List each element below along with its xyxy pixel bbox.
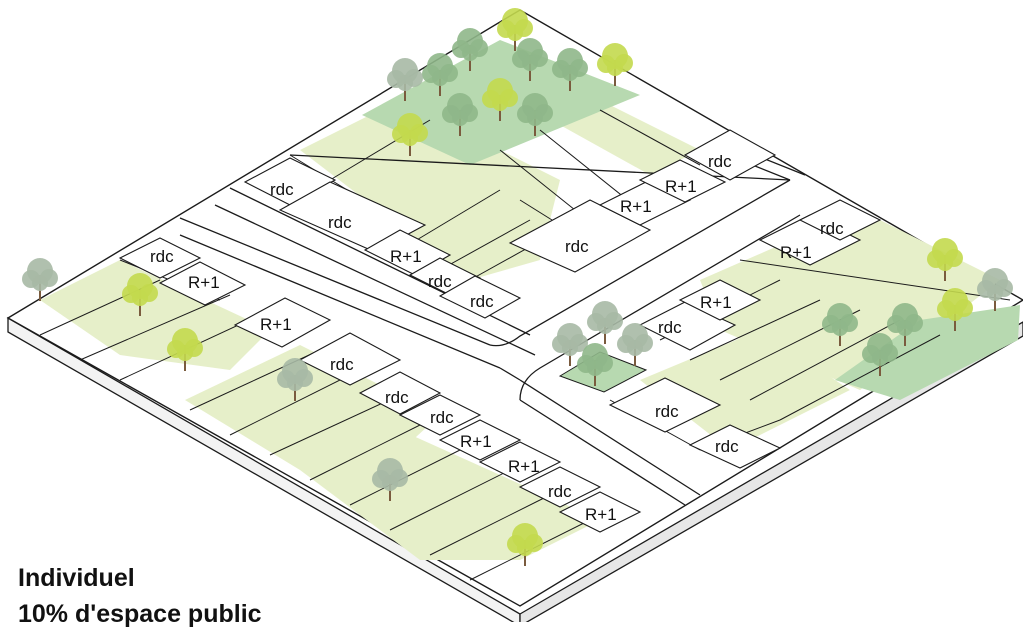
tree-icon bbox=[392, 113, 428, 156]
diagram-caption: Individuel 10% d'espace public bbox=[18, 560, 262, 632]
building bbox=[243, 157, 337, 206]
building bbox=[798, 199, 882, 241]
floor-label-r1: R+1 bbox=[665, 177, 697, 196]
tree-icon bbox=[977, 268, 1013, 311]
building bbox=[638, 159, 727, 203]
tree-icon bbox=[887, 303, 923, 346]
floor-label-rdc: rdc bbox=[565, 237, 589, 256]
tree-icon bbox=[122, 273, 158, 316]
building bbox=[683, 129, 777, 181]
floor-label-rdc: rdc bbox=[328, 213, 352, 232]
building bbox=[478, 441, 562, 483]
tree-layer bbox=[22, 8, 1013, 566]
floor-label-r1: R+1 bbox=[585, 505, 617, 524]
tree-icon bbox=[517, 93, 553, 136]
tree-icon bbox=[512, 38, 548, 81]
floor-labels: rdc rdc R+1 rdc rdc rdc R+1 R+1 rdc rdc … bbox=[150, 152, 844, 524]
tree-icon bbox=[552, 48, 588, 91]
floor-label-rdc: rdc bbox=[658, 318, 682, 337]
tree-icon bbox=[387, 58, 423, 101]
building bbox=[558, 491, 642, 533]
park-east bbox=[835, 305, 1020, 400]
tree-icon bbox=[617, 323, 653, 366]
caption-title: Individuel bbox=[18, 564, 135, 592]
floor-label-rdc: rdc bbox=[430, 408, 454, 427]
building bbox=[638, 301, 737, 351]
building bbox=[688, 424, 782, 469]
floor-label-rdc: rdc bbox=[428, 272, 452, 291]
tree-icon bbox=[372, 458, 408, 501]
floor-label-rdc: rdc bbox=[330, 355, 354, 374]
building bbox=[608, 377, 722, 433]
building bbox=[358, 371, 442, 415]
floor-label-r1: R+1 bbox=[620, 197, 652, 216]
floor-label-r1: R+1 bbox=[780, 243, 812, 262]
tree-icon bbox=[927, 238, 963, 281]
building bbox=[438, 275, 522, 319]
plate-top bbox=[6, 9, 1023, 607]
floor-label-rdc: rdc bbox=[708, 152, 732, 171]
floor-label-rdc: rdc bbox=[715, 437, 739, 456]
tree-icon bbox=[452, 28, 488, 71]
tree-icon bbox=[587, 301, 623, 344]
tree-icon bbox=[442, 93, 478, 136]
tree-icon bbox=[422, 53, 458, 96]
tree-icon bbox=[22, 258, 58, 301]
building bbox=[278, 181, 427, 253]
floor-label-r1: R+1 bbox=[508, 457, 540, 476]
building bbox=[298, 332, 402, 386]
tree-icon bbox=[597, 43, 633, 86]
floor-label-r1: R+1 bbox=[460, 432, 492, 451]
floor-label-r1: R+1 bbox=[700, 293, 732, 312]
building bbox=[438, 419, 522, 461]
tree-icon bbox=[482, 78, 518, 121]
tree-icon bbox=[937, 288, 973, 331]
floor-label-rdc: rdc bbox=[270, 180, 294, 199]
building bbox=[158, 261, 247, 306]
floor-label-r1: R+1 bbox=[260, 315, 292, 334]
tree-icon bbox=[862, 333, 898, 376]
tree-icon bbox=[497, 8, 533, 51]
plate-side-left bbox=[7, 316, 521, 622]
floor-label-rdc: rdc bbox=[150, 247, 174, 266]
floor-label-rdc: rdc bbox=[548, 482, 572, 501]
building bbox=[398, 394, 482, 436]
building bbox=[508, 199, 652, 273]
caption-subtitle: 10% d'espace public bbox=[18, 600, 262, 628]
floor-label-r1: R+1 bbox=[390, 247, 422, 266]
building-footprints bbox=[118, 129, 882, 533]
building bbox=[233, 297, 332, 348]
floor-label-rdc: rdc bbox=[820, 219, 844, 238]
building bbox=[678, 279, 762, 321]
tree-icon bbox=[507, 523, 543, 566]
floor-label-rdc: rdc bbox=[470, 292, 494, 311]
tree-icon bbox=[167, 328, 203, 371]
floor-label-r1: R+1 bbox=[188, 273, 220, 292]
tree-icon bbox=[577, 343, 613, 386]
floor-label-rdc: rdc bbox=[385, 388, 409, 407]
tree-icon bbox=[277, 358, 313, 401]
building bbox=[518, 466, 602, 508]
building bbox=[118, 237, 202, 279]
tree-icon bbox=[822, 303, 858, 346]
floor-label-rdc: rdc bbox=[655, 402, 679, 421]
tree-icon bbox=[552, 323, 588, 366]
